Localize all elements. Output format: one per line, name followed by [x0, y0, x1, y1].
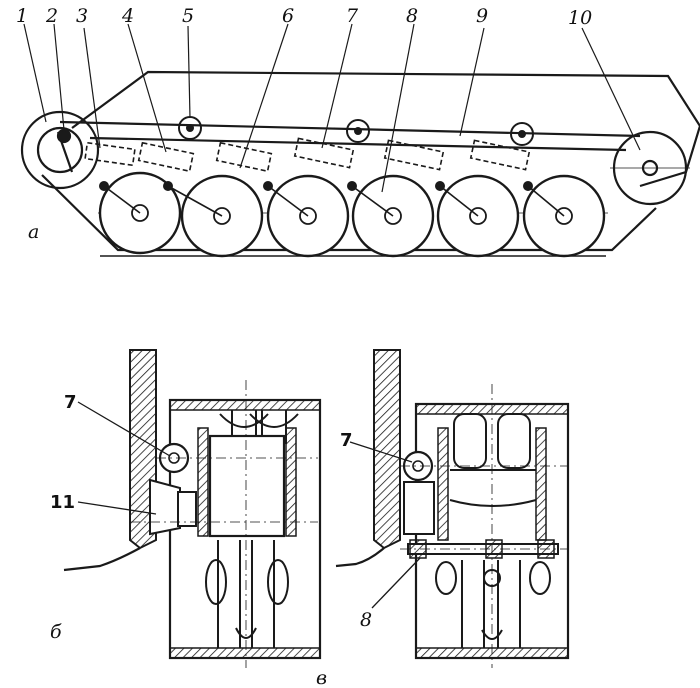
callout-6: 6 — [282, 5, 294, 27]
drive-sprocket — [610, 130, 690, 206]
return-rollers — [178, 116, 534, 146]
bracket-11 — [149, 478, 181, 536]
callout-11: 11 — [50, 492, 75, 513]
shock-body-left — [208, 434, 286, 538]
callout-10: 10 — [568, 7, 592, 29]
callout-7: 7 — [346, 5, 359, 27]
callout-7-left: 7 — [64, 392, 77, 413]
section-right: 7 8 в — [316, 349, 570, 688]
track-upper-run — [59, 120, 641, 138]
callout-7-right: 7 — [340, 430, 353, 451]
hull-outline — [71, 70, 700, 188]
balancer-arms — [103, 185, 565, 217]
callout-4: 4 — [121, 5, 134, 27]
section-letter-b: б — [50, 621, 62, 643]
part-letter-a: а — [28, 221, 39, 243]
top-leader-lines — [23, 23, 641, 193]
callout-8-right: 8 — [360, 609, 372, 631]
callout-1: 1 — [16, 5, 28, 27]
callout-5: 5 — [182, 5, 194, 27]
hull-wall-right — [373, 349, 401, 550]
callout-9: 9 — [476, 5, 488, 27]
track-lower-run — [41, 174, 657, 252]
top-callouts: 1 2 3 4 5 6 7 8 9 10 а — [16, 5, 592, 243]
callout-2: 2 — [45, 5, 58, 27]
shock-absorbers — [84, 137, 531, 173]
track-upper-run-inner — [89, 136, 627, 152]
road-wheel-hubs — [131, 204, 573, 225]
section-letter-v: в — [316, 667, 327, 688]
balancer-pivots — [99, 181, 533, 191]
section-left: 7 11 б — [50, 349, 322, 668]
callout-3: 3 — [76, 5, 88, 27]
callout-8: 8 — [406, 5, 418, 27]
